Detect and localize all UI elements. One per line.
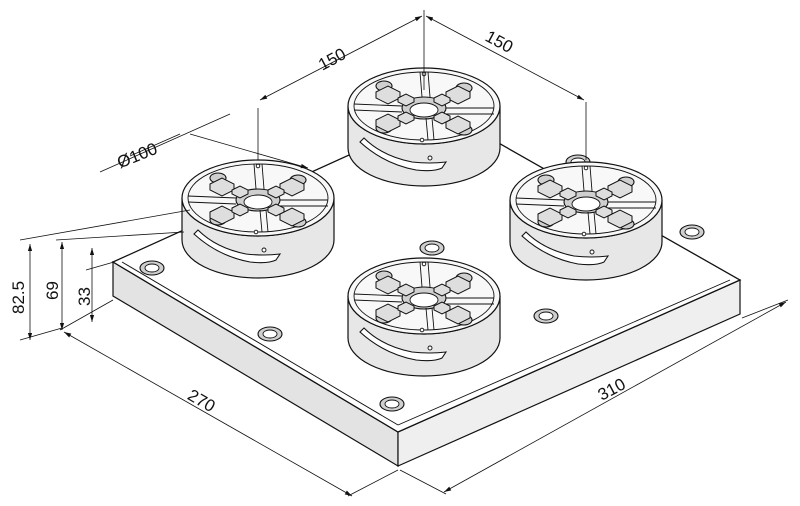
plate-thickness-label: 33 — [75, 287, 94, 306]
spacing-left-label: 150 — [315, 44, 349, 74]
chuck-left — [181, 159, 335, 279]
diameter-label: Ø100 — [114, 139, 160, 172]
plate-width-label: 270 — [184, 385, 218, 416]
plate-length-label: 310 — [595, 374, 629, 404]
spacing-right-label: 150 — [482, 27, 516, 57]
chuck-height-label: 69 — [43, 281, 62, 300]
total-height-label: 82.5 — [9, 281, 28, 314]
chuck-right — [509, 161, 663, 281]
chuck-front — [347, 257, 501, 377]
height-dimensions: 82.5 69 33 — [9, 209, 191, 341]
